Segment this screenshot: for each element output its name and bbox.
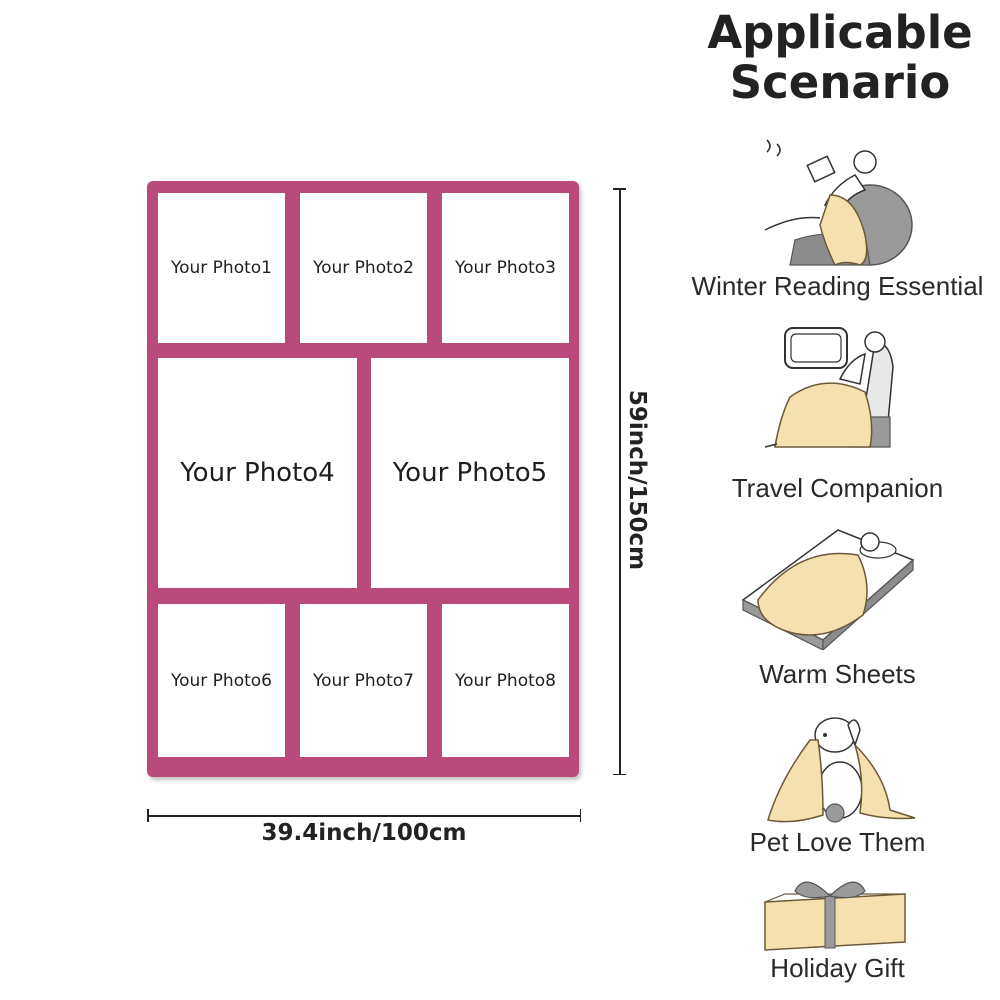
photo-slot-2: Your Photo2 xyxy=(300,193,427,343)
photo-slot-label: Your Photo3 xyxy=(454,258,556,278)
photo-slot-6: Your Photo6 xyxy=(158,604,285,757)
photo-slot-label: Your Photo5 xyxy=(392,458,548,488)
scenario-label-gift: Holiday Gift xyxy=(770,953,905,983)
photo-slot-5: Your Photo5 xyxy=(371,358,569,588)
scenario-label-reading: Winter Reading Essential xyxy=(691,271,984,301)
dog-with-blanket-icon xyxy=(767,717,916,823)
section-title-line-1: Applicable xyxy=(707,6,973,59)
bed-sleeping-icon xyxy=(741,529,915,650)
photo-slot-label: Your Photo2 xyxy=(312,258,414,278)
scenario-label-bed: Warm Sheets xyxy=(759,659,916,689)
height-dimension-line xyxy=(614,188,625,775)
gift-box-icon xyxy=(764,881,906,951)
photo-slot-label: Your Photo8 xyxy=(454,670,556,691)
photo-slot-label: Your Photo6 xyxy=(170,670,272,691)
photo-slot-label: Your Photo7 xyxy=(312,670,414,691)
width-dimension-label: 39.4inch/100cm xyxy=(261,820,467,846)
photo-blanket: Your Photo1 Your Photo2 Your Photo3 Your… xyxy=(147,181,579,777)
scenario-label-travel: Travel Companion xyxy=(731,473,944,503)
reading-in-chair-icon xyxy=(764,139,913,267)
photo-slot-7: Your Photo7 xyxy=(300,604,427,757)
photo-slot-8: Your Photo8 xyxy=(442,604,569,757)
photo-slot-label: Your Photo4 xyxy=(180,458,335,488)
photo-slot-1: Your Photo1 xyxy=(158,193,285,343)
section-title: Applicable Scenario xyxy=(690,8,990,108)
section-title-line-2: Scenario xyxy=(729,56,951,109)
height-dimension-label: 59inch/150cm xyxy=(624,389,650,571)
scenario-label-pet: Pet Love Them xyxy=(749,827,926,857)
width-dimension-line xyxy=(147,810,581,821)
airplane-seat-icon xyxy=(764,327,894,448)
photo-slot-4: Your Photo4 xyxy=(158,358,357,588)
photo-slot-3: Your Photo3 xyxy=(442,193,569,343)
photo-slot-label: Your Photo1 xyxy=(170,258,272,278)
